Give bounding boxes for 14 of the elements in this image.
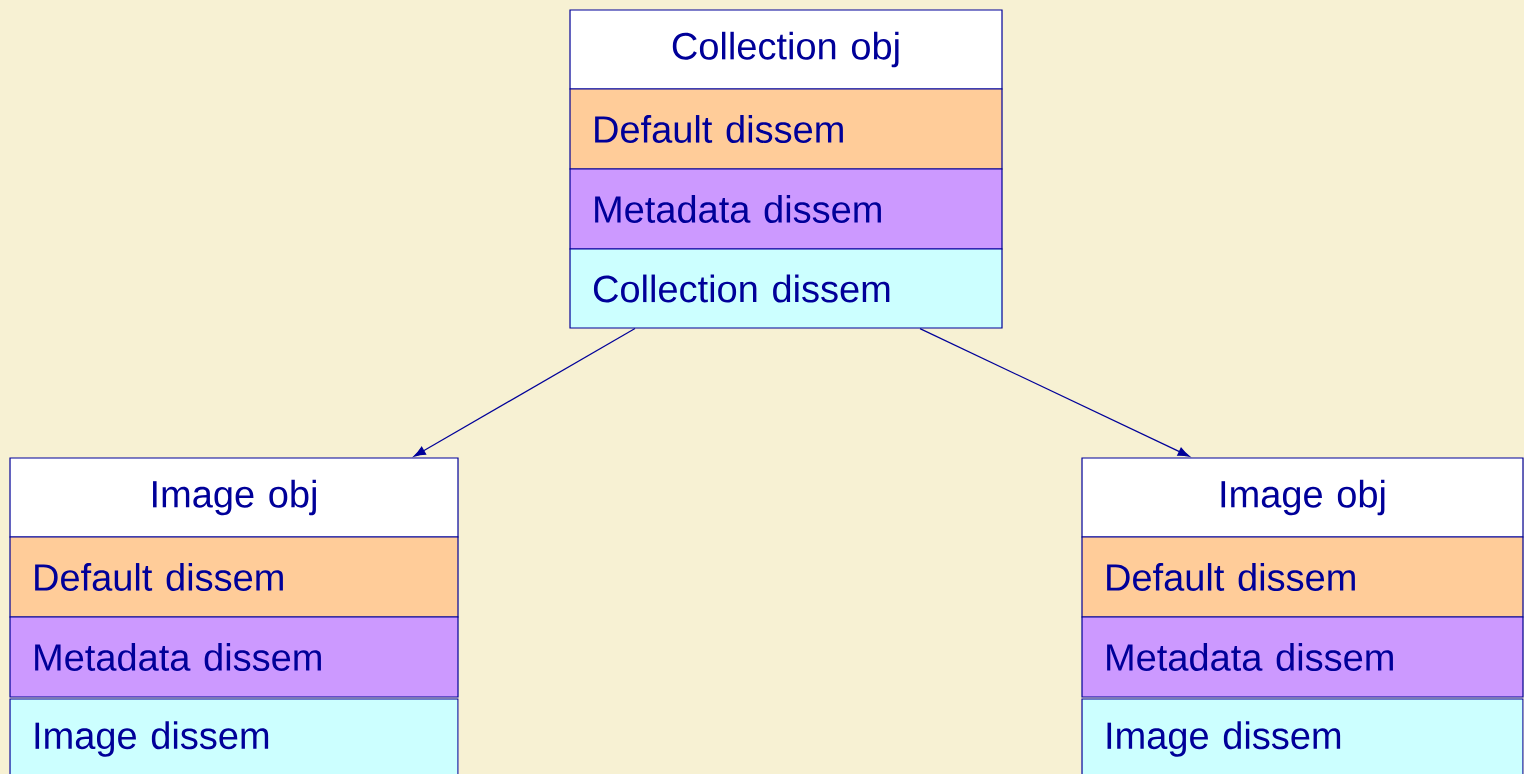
row-box: Metadata dissem (569, 168, 1003, 250)
row-box: Image dissem (9, 698, 459, 774)
header-box: Image obj (9, 457, 459, 538)
row-box: Default dissem (1081, 536, 1524, 618)
row-box: Collection dissem (569, 248, 1003, 329)
row-box: Default dissem (569, 88, 1003, 170)
row-box: Metadata dissem (1081, 616, 1524, 698)
arrow (413, 328, 636, 457)
header-box: Image obj (1081, 457, 1524, 538)
row-box: Metadata dissem (9, 616, 459, 698)
row-box: Image dissem (1081, 698, 1524, 774)
header-box: Collection obj (569, 9, 1003, 90)
arrow (919, 328, 1190, 457)
row-box: Default dissem (9, 536, 459, 618)
